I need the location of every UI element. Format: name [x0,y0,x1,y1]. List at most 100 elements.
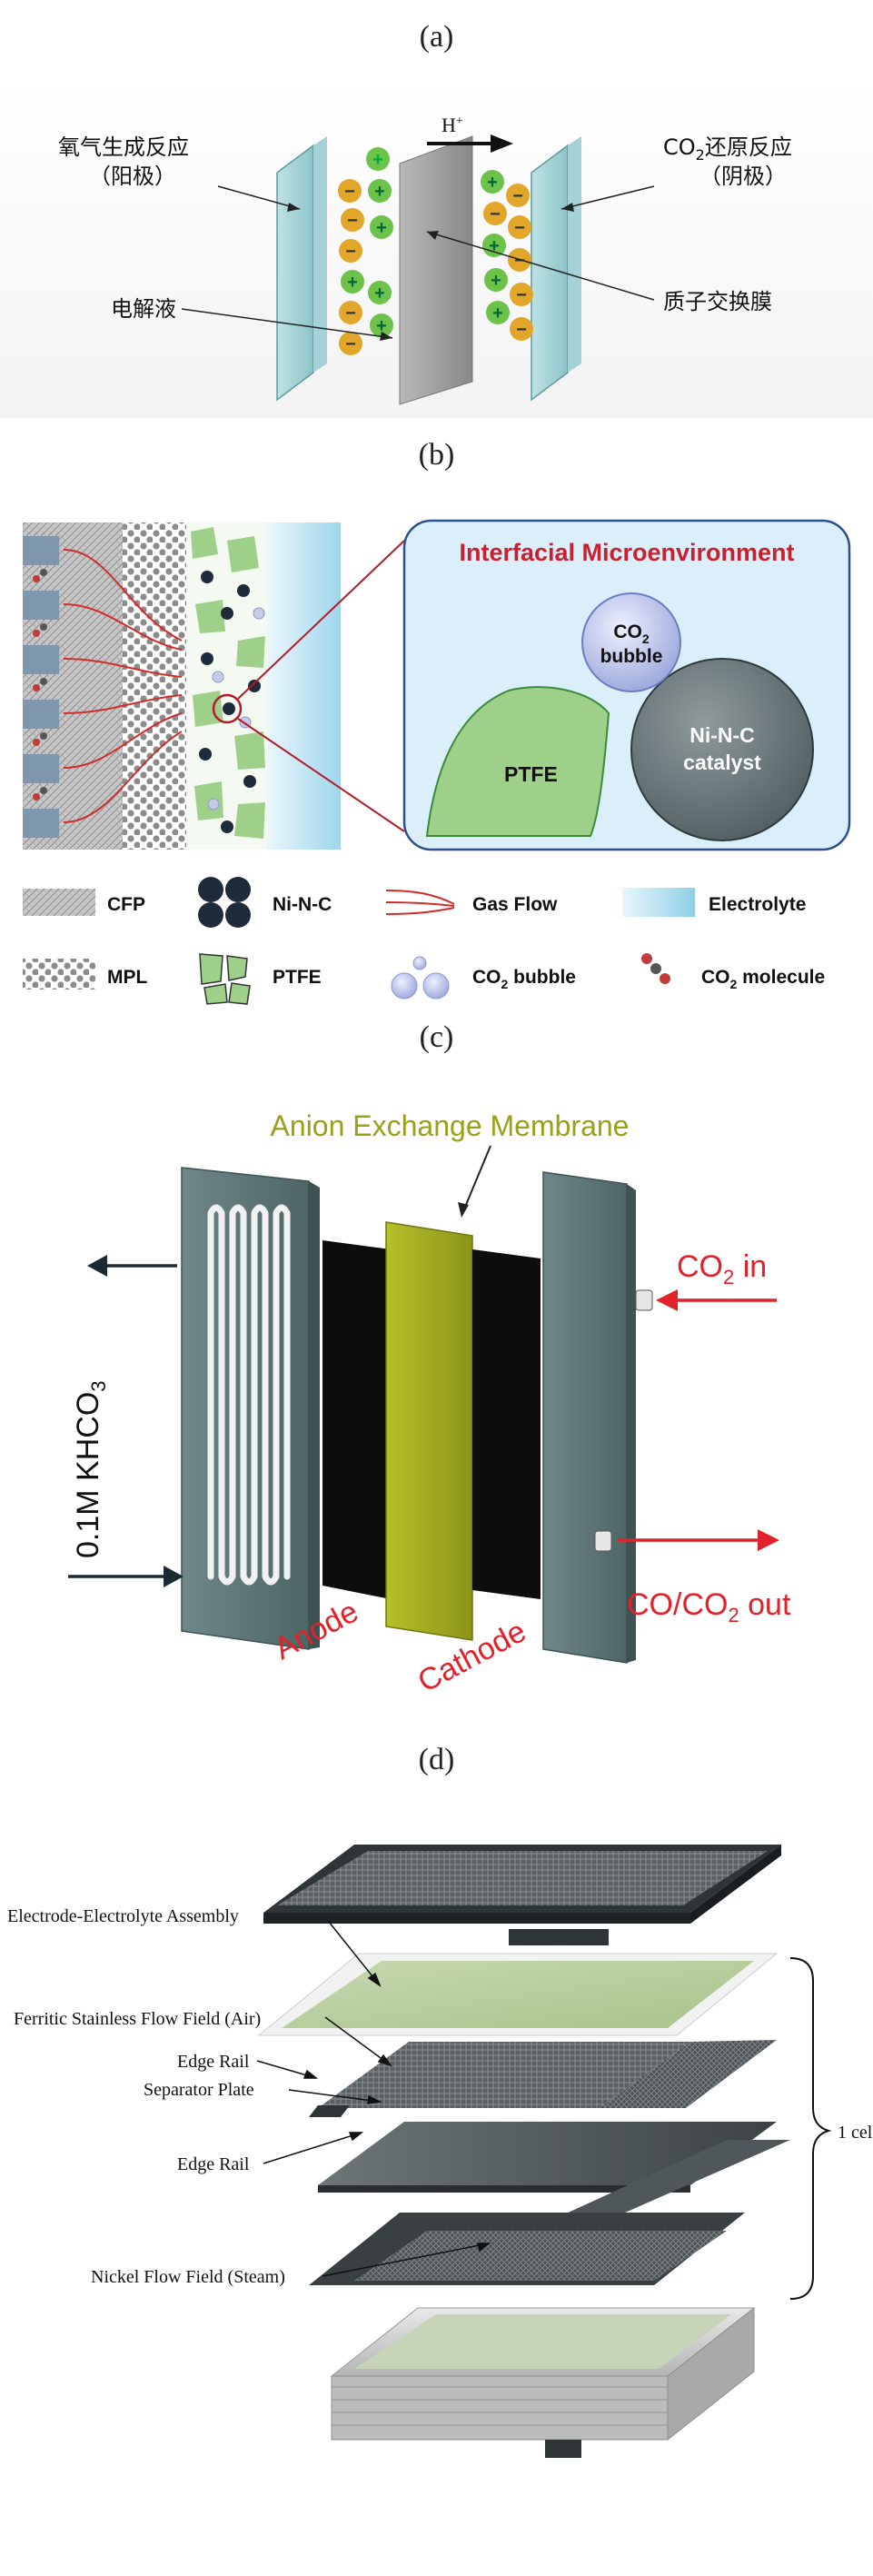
svg-text:+: + [376,218,387,238]
catalyst-label-line1: Ni-N-C [689,723,755,747]
separator-plate [318,2122,777,2185]
svg-text:−: − [347,211,358,231]
bubble-co: CO [613,622,642,642]
edge-rail-1-label: Edge Rail [177,2052,250,2072]
proton-sup: + [456,114,463,128]
co2-in-arrow-icon [656,1289,678,1311]
catalyst-particle [630,658,814,841]
svg-text:0.1M KHCO3: 0.1M KHCO3 [71,1380,110,1558]
legend-co2bubble-sub: 2 [501,977,509,991]
svg-text:−: − [516,285,527,305]
co-outlet-port [594,1530,612,1552]
anode-label-line2: （阳极） [89,164,176,189]
electrolyte-label-sub: 3 [87,1380,110,1391]
left-ion-column: + − + − + − + + − + − [338,147,393,355]
electrolyte-out-arrow-icon [87,1255,107,1277]
membrane-label: 质子交换膜 [663,289,772,314]
ferritic-flow-field [318,2042,690,2108]
proton-label: H [441,114,456,136]
anode-gdl [322,1240,391,1599]
panel-d-label: (d) [418,1743,455,1776]
legend-gasflow: Gas Flow [472,894,558,915]
svg-text:−: − [490,204,501,224]
eea-label: Electrode-Electrolyte Assembly [7,1906,239,1926]
bubble-word: bubble [600,646,663,667]
co-out-arrow-icon [758,1529,779,1551]
membrane-label: Anion Exchange Membrane [271,1109,630,1142]
co2-in-sub: 2 [723,1266,734,1288]
svg-text:−: − [514,218,525,238]
panel-a-diagram: H+ + − + − + − + + − + − + − − − + − + −… [0,82,873,418]
svg-text:CO2还原反应: CO2还原反应 [663,134,792,164]
cathode-end-plate [542,1171,628,1664]
co-out-label: CO/CO [627,1587,728,1622]
svg-text:−: − [514,251,525,271]
svg-text:+: + [374,283,385,303]
svg-text:−: − [516,320,527,340]
legend-cfp-swatch [23,889,95,916]
svg-text:−: − [345,242,356,262]
svg-text:CO/CO2 out: CO/CO2 out [627,1587,791,1626]
legend-ninc: Ni-N-C [273,894,332,915]
legend-co2mol-rest: molecule [737,967,825,988]
legend-co2mol-co: CO [701,967,730,988]
ptfe-shape [425,686,610,837]
legend-ptfe-swatch [199,953,251,1005]
electrolyte-in-arrow-icon [164,1566,184,1587]
legend-electrolyte-swatch [622,888,695,917]
edge-rail-2-label: Edge Rail [177,2154,250,2174]
edge-rail-1 [309,2105,350,2117]
zoom-circle [212,693,243,724]
svg-text:+: + [492,303,503,323]
svg-text:−: − [345,334,356,354]
co-out-rest: out [739,1587,791,1622]
proton-arrow-icon [491,134,513,153]
inset-title: Interfacial Microenvironment [459,539,794,566]
panel-a-label: (a) [419,20,454,54]
legend-electrolyte: Electrolyte [709,894,806,915]
cathode-gdl [472,1249,541,1599]
co-out-sub: 2 [728,1604,739,1626]
svg-text:+: + [372,150,383,170]
legend-co2bubble-co: CO [472,967,501,988]
panel-c-diagram: Anion Exchange Membrane 0.1M KHCO3 CO2 i… [68,1109,791,1699]
bubble-sub: 2 [642,632,650,646]
one-cell-bracket [789,1957,832,2300]
right-ion-column: + − − − + − + − + − [481,170,533,341]
panel-c-label: (c) [419,1020,454,1054]
svg-text:−: − [345,303,356,323]
cathode-label-sub: 2 [696,146,705,164]
co2-in-rest: in [734,1249,767,1284]
legend-ninc-swatch [198,877,251,928]
electrolyte-region [268,522,341,850]
panel-d-diagram: 1 cell Electrode-Electrolyte Assembly Fe… [7,1845,873,2458]
catalyst-label-line2: catalyst [683,751,761,774]
proton-exchange-membrane [399,135,473,405]
legend-gasflow-swatch [385,890,455,915]
ptfe-label: PTFE [504,762,558,786]
anode-plate [276,144,314,402]
anion-exchange-membrane [385,1221,473,1641]
electrolyte-label: 电解液 [111,296,176,322]
svg-text:+: + [491,271,501,291]
co2-in-label: CO [677,1249,723,1284]
svg-text:+: + [487,173,498,193]
serpentine-flow-channel [207,1209,291,1580]
svg-text:−: − [344,182,355,202]
svg-text:+: + [376,316,387,336]
legend-cfp: CFP [107,894,145,915]
svg-text:CO2 molecule: CO2 molecule [701,967,825,991]
svg-text:CO2: CO2 [613,622,650,646]
svg-text:+: + [374,182,385,202]
panel-b-label: (b) [418,438,455,472]
svg-text:+: + [489,236,500,256]
cathode-label-line2: （阴极） [699,164,787,189]
cathode-label-co: CO [663,134,696,160]
legend-co2mol-sub: 2 [730,977,738,991]
mpl-layer [123,522,186,850]
nickel-label: Nickel Flow Field (Steam) [91,2267,285,2287]
legend-mpl: MPL [107,967,148,988]
one-cell-label: 1 cell [838,2123,873,2143]
anode-label-line1: 氧气生成反应 [58,134,189,160]
svg-text:−: − [512,186,523,206]
